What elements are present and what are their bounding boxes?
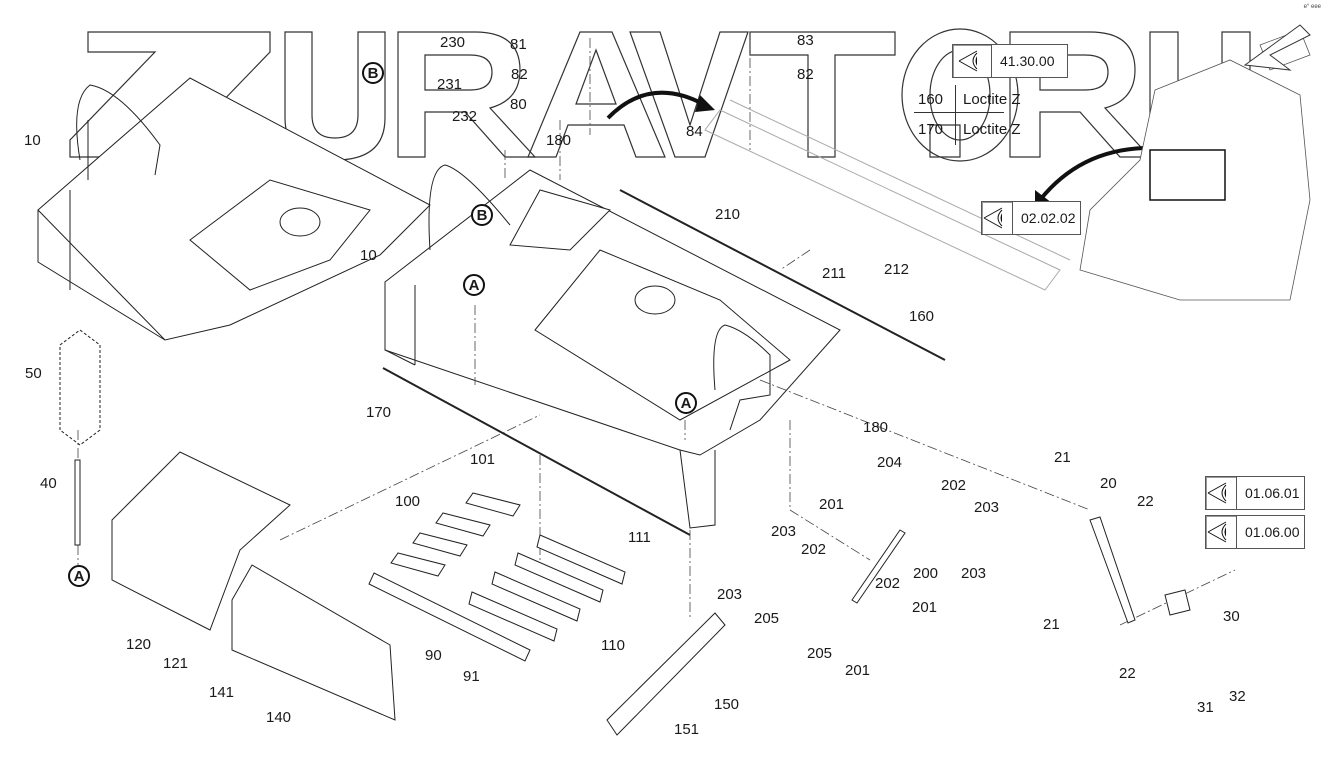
notes-item-160: 160 <box>918 91 944 108</box>
part-label: 82 <box>797 66 814 83</box>
eye-icon <box>1206 477 1237 509</box>
reference-code: 01.06.01 <box>1245 485 1300 501</box>
part-label: 210 <box>715 206 741 223</box>
part-label: 120 <box>126 636 152 653</box>
part-label: 202 <box>875 575 901 592</box>
part-label: 100 <box>395 493 421 510</box>
notes-divider <box>914 112 1004 113</box>
part-label: 22 <box>1137 493 1154 510</box>
part-label: 203 <box>961 565 987 582</box>
eye-icon <box>982 202 1013 234</box>
part-label: 231 <box>437 76 463 93</box>
notes-text-160: Loctite Z <box>963 91 1021 108</box>
part-label: 180 <box>546 132 572 149</box>
part-label: 205 <box>754 610 780 627</box>
part-label: 211 <box>822 265 846 282</box>
part-label: 180 <box>863 419 889 436</box>
reference-code: 41.30.00 <box>1000 53 1055 69</box>
detail-marker-a: A <box>68 565 90 587</box>
part-label: 10 <box>360 247 377 264</box>
pads <box>111 451 726 736</box>
reference-box-41-30-00[interactable]: 41.30.00 <box>952 44 1068 78</box>
detail-marker-b: B <box>362 62 384 84</box>
eye-icon <box>1206 516 1237 548</box>
part-label: 201 <box>845 662 871 679</box>
part-label: 20 <box>1100 475 1117 492</box>
part-label: 121 <box>163 655 189 672</box>
reference-box-02-02-02[interactable]: 02.02.02 <box>981 201 1081 235</box>
arrows <box>606 90 1146 202</box>
detail-marker-a: A <box>463 274 485 296</box>
part-label: 202 <box>941 477 967 494</box>
part-label: 203 <box>974 499 1000 516</box>
part-label: 111 <box>628 529 651 546</box>
notes-text-170: Loctite Z <box>963 121 1021 138</box>
part-label: 82 <box>511 66 528 83</box>
machine-thumbnail <box>1079 29 1311 301</box>
eye-icon <box>953 45 992 77</box>
part-label: 202 <box>801 541 827 558</box>
part-label: 140 <box>266 709 292 726</box>
part-label: 151 <box>674 721 700 738</box>
part-label: 83 <box>797 32 814 49</box>
part-label: 170 <box>366 404 392 421</box>
part-label: 84 <box>686 123 703 140</box>
corner-mark: e° eee <box>1303 4 1321 10</box>
housing-main <box>382 164 946 536</box>
part-label: 205 <box>807 645 833 662</box>
reference-box-01-06-01[interactable]: 01.06.01 <box>1205 476 1305 510</box>
part-label: 232 <box>452 108 478 125</box>
reference-box-01-06-00[interactable]: 01.06.00 <box>1205 515 1305 549</box>
part-label: 201 <box>819 496 845 513</box>
detail-marker-a: A <box>675 392 697 414</box>
detail-marker-b: B <box>471 204 493 226</box>
part-label: 150 <box>714 696 740 713</box>
part-label: 90 <box>425 647 442 664</box>
part-label: 200 <box>913 565 939 582</box>
part-label: 22 <box>1119 665 1136 682</box>
reference-code: 01.06.00 <box>1245 524 1300 540</box>
part-label: 30 <box>1223 608 1240 625</box>
part-label: 110 <box>601 637 625 654</box>
part-label: 10 <box>24 132 41 149</box>
part-label: 160 <box>909 308 935 325</box>
part-label: 91 <box>463 668 480 685</box>
part-label: 101 <box>470 451 496 468</box>
part-label: 21 <box>1054 449 1071 466</box>
part-label: 32 <box>1229 688 1246 705</box>
housing-left <box>37 77 431 341</box>
view-direction-arrow <box>1243 24 1311 71</box>
part-label: 80 <box>510 96 527 113</box>
part-label: 31 <box>1197 699 1214 716</box>
part-label: 40 <box>40 475 57 492</box>
reference-code: 02.02.02 <box>1021 210 1076 226</box>
part-label: 212 <box>884 261 910 278</box>
notes-item-170: 170 <box>918 121 944 138</box>
part-label: 50 <box>25 365 42 382</box>
part-label: 230 <box>440 34 466 51</box>
notes-divider <box>955 85 956 145</box>
part-label: 141 <box>209 684 235 701</box>
part-label: 203 <box>717 586 743 603</box>
part-label: 204 <box>877 454 903 471</box>
part-label: 201 <box>912 599 938 616</box>
part-label: 203 <box>771 523 797 540</box>
small-parts <box>59 329 1191 624</box>
part-label: 21 <box>1043 616 1060 633</box>
part-label: 81 <box>510 36 527 53</box>
